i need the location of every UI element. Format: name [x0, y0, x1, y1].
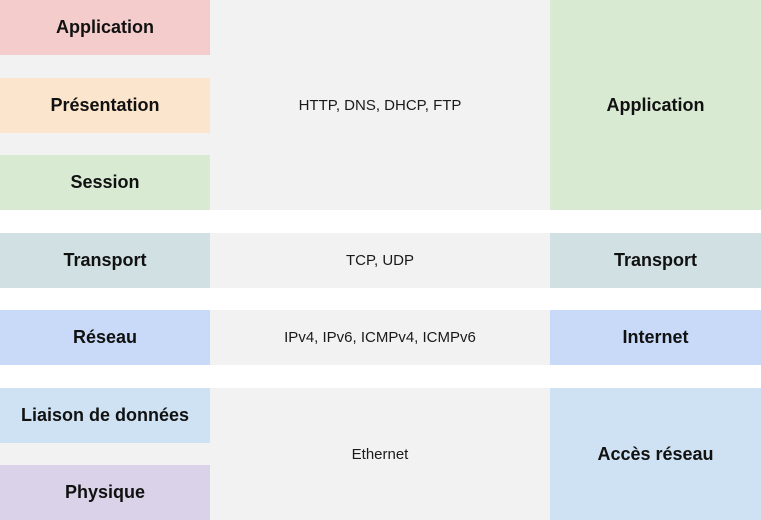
osi-layer-transport: Transport [0, 233, 210, 288]
osi-group-gap [0, 133, 210, 155]
osi-group-gap [0, 55, 210, 78]
tcpip-layer-application: Application [550, 0, 761, 210]
osi-group-gap [0, 443, 210, 465]
protocols-transport: TCP, UDP [210, 233, 550, 288]
tcpip-layer-transport: Transport [550, 233, 761, 288]
protocols-network-access: Ethernet [210, 388, 550, 520]
osi-layer-network: Réseau [0, 310, 210, 365]
osi-layer-datalink: Liaison de données [0, 388, 210, 443]
osi-layer-session: Session [0, 155, 210, 210]
tcpip-layer-network-access: Accès réseau [550, 388, 761, 520]
tcpip-layer-internet: Internet [550, 310, 761, 365]
osi-layer-presentation: Présentation [0, 78, 210, 133]
protocols-internet: IPv4, IPv6, ICMPv4, ICMPv6 [210, 310, 550, 365]
osi-layer-application: Application [0, 0, 210, 55]
osi-layer-physical: Physique [0, 465, 210, 520]
protocols-application: HTTP, DNS, DHCP, FTP [210, 0, 550, 210]
